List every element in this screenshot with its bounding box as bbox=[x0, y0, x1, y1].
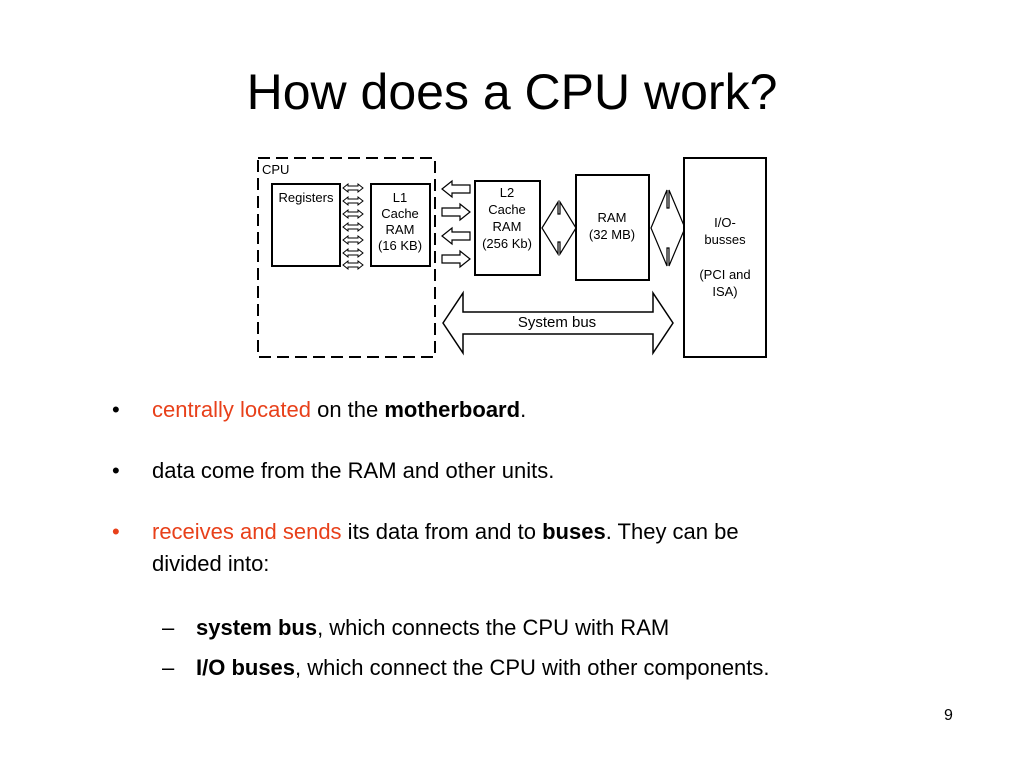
bullet-2: data come from the RAM and other units. bbox=[152, 455, 554, 486]
bullet-2-text: data come from the RAM and other units. bbox=[152, 458, 555, 483]
bullet-3-line-1: receives and sends its data from and to … bbox=[152, 516, 739, 547]
sub-bullet-2-bold: I/O buses bbox=[196, 655, 296, 680]
bullet-marker: • bbox=[112, 397, 120, 422]
sub-bullet-1-bold: system bus bbox=[196, 615, 318, 640]
bullet-3-line-2: divided into: bbox=[152, 551, 270, 576]
bullet-1-bold: motherboard bbox=[384, 397, 521, 422]
ram-line-2: (32 MB) bbox=[589, 227, 635, 242]
bullet-1-highlight: centrally located bbox=[152, 397, 311, 422]
sub-bullet-marker: – bbox=[162, 615, 175, 640]
l1-line-3: RAM bbox=[386, 222, 415, 237]
l2-line-2: Cache bbox=[488, 202, 526, 217]
bullet-3-highlight: receives and sends bbox=[152, 519, 342, 544]
l1-line-2: Cache bbox=[381, 206, 419, 221]
io-busses-box bbox=[683, 157, 767, 358]
l2-line-1: L2 bbox=[500, 185, 514, 200]
bullet-3-bold: buses bbox=[542, 519, 606, 544]
right-arrow-icon bbox=[441, 202, 471, 222]
l1-line-4: (16 KB) bbox=[378, 238, 422, 253]
system-bus-label: System bus bbox=[518, 314, 596, 331]
io-line-4: (PCI and bbox=[699, 267, 750, 282]
l1-l2-arrows bbox=[441, 179, 471, 269]
io-line-2: busses bbox=[704, 232, 746, 247]
ram-io-arrow bbox=[650, 189, 686, 267]
cpu-architecture-diagram: CPU Registers L1 Cache RAM (16 KB) L2 Ca… bbox=[257, 157, 767, 358]
registers-box bbox=[271, 183, 341, 267]
l1-cache-box bbox=[370, 183, 431, 267]
sub-bullet-2-text: , which connect the CPU with other compo… bbox=[295, 655, 770, 680]
sub-bullet-1-text: , which connects the CPU with RAM bbox=[317, 615, 670, 640]
bullet-3-end: . They can be bbox=[605, 519, 739, 544]
ram-box bbox=[575, 174, 650, 281]
bullet-3-text: its data from and to bbox=[341, 519, 543, 544]
cpu-label: CPU bbox=[262, 162, 289, 177]
l2-line-3: RAM bbox=[493, 219, 522, 234]
bullet-marker: • bbox=[112, 458, 120, 483]
io-line-1: I/O- bbox=[714, 215, 736, 230]
io-line-5: ISA) bbox=[712, 284, 737, 299]
double-arrow-icon bbox=[342, 234, 364, 246]
page-number: 9 bbox=[944, 707, 953, 724]
double-arrow-icon bbox=[342, 259, 364, 271]
slide-title: How does a CPU work? bbox=[246, 64, 778, 120]
system-bus-arrow bbox=[442, 290, 674, 356]
double-arrow-icon bbox=[342, 182, 364, 194]
bullet-1: centrally located on the motherboard. bbox=[152, 394, 526, 425]
right-arrow-icon bbox=[441, 249, 471, 269]
l2-line-4: (256 Kb) bbox=[482, 236, 532, 251]
ram-line-1: RAM bbox=[598, 210, 627, 225]
left-arrow-icon bbox=[441, 226, 471, 246]
sub-bullet-1: system bus, which connects the CPU with … bbox=[196, 612, 669, 643]
cpu-boundary bbox=[257, 157, 436, 358]
l2-ram-arrow bbox=[541, 199, 577, 257]
register-l1-arrows bbox=[342, 182, 364, 271]
bullet-1-end: . bbox=[520, 397, 527, 422]
sub-bullet-marker: – bbox=[162, 655, 175, 680]
left-arrow-icon bbox=[441, 179, 471, 199]
double-arrow-icon bbox=[342, 195, 364, 207]
double-arrow-icon bbox=[342, 247, 364, 259]
double-arrow-icon bbox=[342, 221, 364, 233]
registers-label: Registers bbox=[279, 190, 334, 205]
double-arrow-icon bbox=[342, 208, 364, 220]
l1-line-1: L1 bbox=[393, 190, 407, 205]
bullet-marker: • bbox=[112, 519, 120, 544]
l2-cache-box bbox=[474, 180, 541, 276]
sub-bullet-2: I/O buses, which connect the CPU with ot… bbox=[196, 652, 770, 683]
bullet-1-text: on the bbox=[310, 397, 385, 422]
